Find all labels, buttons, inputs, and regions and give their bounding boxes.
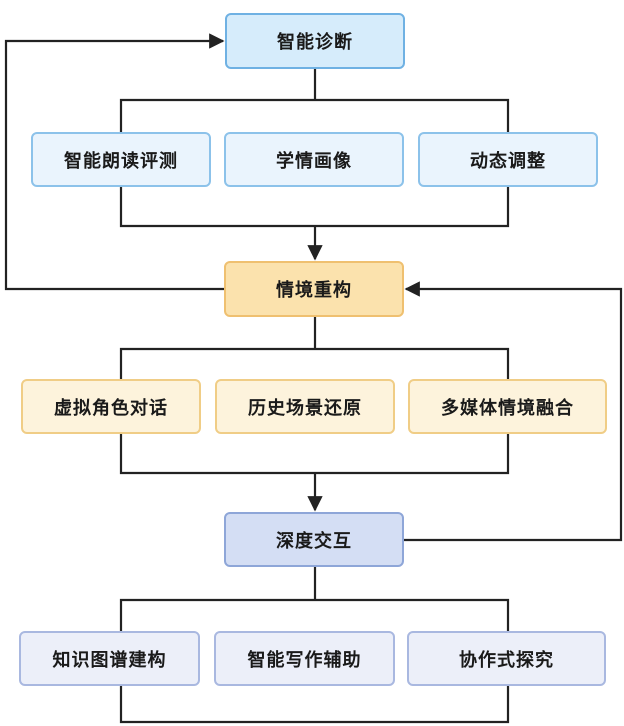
substep-node: 学情画像 (224, 132, 404, 187)
substep-node: 虚拟角色对话 (21, 379, 201, 434)
stage-深度交互-node: 深度交互 (224, 512, 404, 567)
substep-label: 学情画像 (276, 150, 352, 172)
loop-stage3-to-stage2 (404, 281, 623, 542)
substep-node: 历史场景还原 (215, 379, 395, 434)
stage-title: 智能诊断 (277, 32, 353, 53)
stage3-top-bar (119, 598, 510, 631)
substep-node: 协作式探究 (407, 631, 606, 686)
substep-label: 虚拟角色对话 (54, 397, 168, 419)
substep-node: 动态调整 (418, 132, 598, 187)
substep-node: 智能朗读评测 (31, 132, 211, 187)
substep-label: 多媒体情境融合 (441, 397, 574, 419)
stage-title: 深度交互 (276, 530, 352, 552)
loop-stage2-to-stage1 (4, 33, 225, 291)
stage2-top-bar (119, 347, 510, 379)
substep-node: 知识图谱建构 (19, 631, 200, 686)
stage-智能诊断-node: 智能诊断 (225, 13, 405, 69)
stage-title: 情境重构 (276, 280, 352, 301)
stage1-top-bar (119, 98, 510, 132)
substep-label: 协作式探究 (459, 649, 554, 671)
stage2-bottom-bar (119, 434, 510, 475)
substep-label: 智能写作辅助 (247, 649, 362, 671)
stage1-bottom-bar (119, 187, 510, 228)
substep-node: 智能写作辅助 (214, 631, 395, 686)
stage3-bottom-bar (119, 686, 510, 724)
substep-node: 多媒体情境融合 (408, 379, 607, 434)
substep-label: 知识图谱建构 (52, 649, 167, 671)
stage-情境重构-node: 情境重构 (224, 261, 404, 317)
substep-label: 智能朗读评测 (64, 150, 178, 172)
substep-label: 历史场景还原 (248, 397, 362, 419)
substep-label: 动态调整 (470, 150, 546, 172)
